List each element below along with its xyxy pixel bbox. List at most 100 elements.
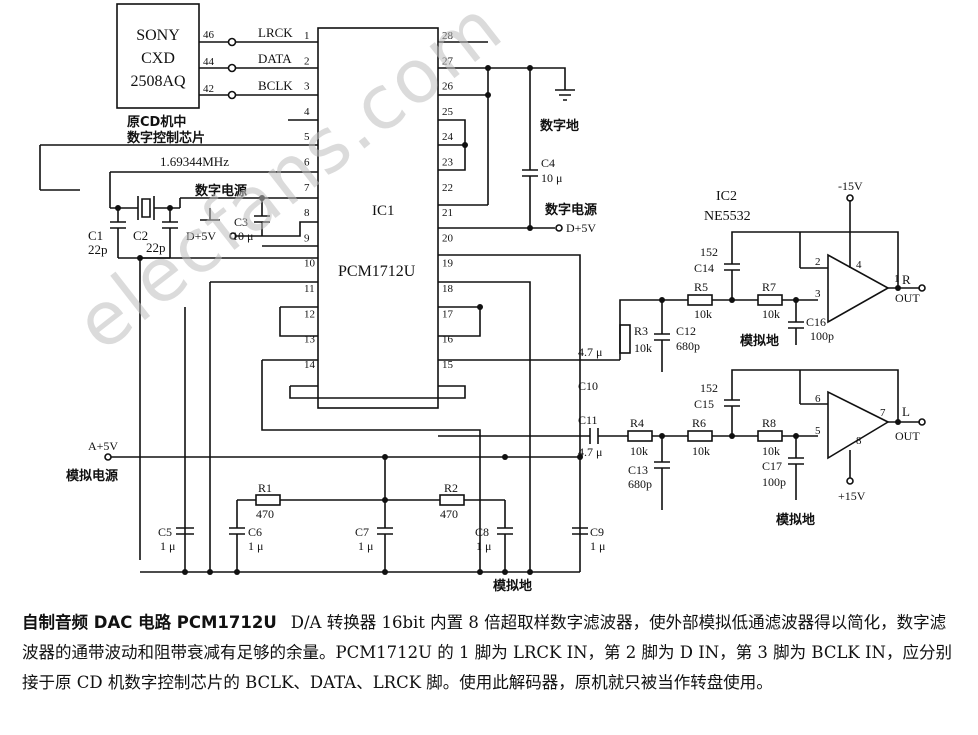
ic2-pin2: 2 [815,256,821,268]
orig-cd-label-2: 数字控制芯片 [127,130,205,146]
c15-val: 152 [700,381,718,395]
signal-lrck: LRCK [258,25,293,40]
c4-val: 10 μ [541,171,562,185]
junction-dot [477,569,483,575]
ic1-pin-2: 2 [304,55,310,67]
analog-ground-label-2: 模拟地 [740,333,779,349]
ic1-pin-11: 11 [304,283,315,295]
r2-ref: R2 [444,481,458,495]
ic1-pin-7: 7 [304,182,310,194]
digital-ground-label: 数字地 [540,118,579,134]
r5-ref: R5 [694,280,708,294]
out-r-text: OUT [895,291,920,305]
crystal [130,196,181,220]
ic2-part: NE5532 [704,209,751,224]
c4-ref: C4 [541,156,555,170]
caption-title: 自制音频 DAC 电路 PCM1712U [22,613,277,632]
ic1-pin-9: 9 [304,232,310,244]
c14-val: 152 [700,245,718,259]
analog-ground-label-3: 模拟地 [776,512,815,528]
ic1-pin-14: 14 [304,359,316,371]
sony-pin-42: 42 [203,83,214,95]
junction-dot [137,255,143,261]
digital-power-label-2: 数字电源 [545,202,597,218]
junction-dot [382,569,388,575]
c12-val: 680p [676,339,700,353]
ic2-pin1: 1 [894,273,900,285]
r4-ref: R4 [630,416,644,430]
neg15-label: -15V [838,179,863,193]
r6-ref: R6 [692,416,706,430]
r1-ref: R1 [258,481,272,495]
junction-dot [502,454,508,460]
c9-val: 1 μ [590,539,605,553]
caption-body: D/A 转换器 16bit 内置 8 倍超取样数字滤波器，使外部模拟低通滤波器得… [22,613,952,692]
ic1-pin-3: 3 [304,81,310,93]
ic2-pin7: 7 [880,407,886,419]
sony-pin-46: 46 [203,29,215,41]
ic1-pin-18: 18 [442,283,454,295]
a5v-label: A+5V [88,439,118,453]
out-l-text: OUT [895,429,920,443]
ic1-pin-6: 6 [304,157,310,169]
c10-val: 4.7 μ [578,345,602,359]
ic1-pin-21: 21 [442,207,453,219]
r3-ref: R3 [634,324,648,338]
ic1-pin-26: 26 [442,81,454,93]
ic1-pin-5: 5 [304,131,310,143]
ic2-pin4: 4 [856,259,862,271]
c2-val: 22p [146,240,166,255]
ic1-pin-16: 16 [442,334,454,346]
r6-val: 10k [692,444,710,458]
d5v-label-b: D+5V [566,221,596,235]
out-l-label: L [902,404,910,419]
c17-ref: C17 [762,459,782,473]
c7-ref: C7 [355,525,369,539]
r2-val: 470 [440,507,458,521]
c11-val: 4.7 μ [578,445,602,459]
junction-dot [207,569,213,575]
ic1-pin-25: 25 [442,106,454,118]
ic1-pin-12: 12 [304,308,315,320]
c5-val: 1 μ [160,539,175,553]
sony-line2: CXD [141,50,175,67]
r7-ref: R7 [762,280,776,294]
junction-dot [462,142,468,148]
ic2-pin3: 3 [815,288,821,300]
junction-dot [485,92,491,98]
ic1-ref: IC1 [372,203,395,219]
c9-ref: C9 [590,525,604,539]
r8-ref: R8 [762,416,776,430]
analog-power-label: 模拟电源 [66,468,118,484]
r7-val: 10k [762,307,780,321]
r5-val: 10k [694,307,712,321]
c3-ref: C3 [234,215,248,229]
ic2-pin5: 5 [815,425,821,437]
ic1-pin-13: 13 [304,334,316,346]
ic1-pin-8: 8 [304,207,310,219]
analog-ground-label-1: 模拟地 [493,578,532,594]
c7-val: 1 μ [358,539,373,553]
c12-ref: C12 [676,324,696,338]
junction-dot [527,225,533,231]
junction-dot [167,205,173,211]
ic2-pin8: 8 [856,435,862,447]
ic1-pin-19: 19 [442,258,454,270]
ic1-pin-23: 23 [442,157,454,169]
c13-ref: C13 [628,463,648,477]
ic1-pin-27: 27 [442,55,454,67]
ic2-pin6: 6 [815,393,821,405]
out-r-label: R [902,272,911,287]
junction-dot [259,195,265,201]
ic2-ref: IC2 [716,189,737,204]
ic1-pin-22: 22 [442,182,453,194]
ic1-pin-10: 10 [304,258,316,270]
orig-cd-label-1: 原CD机中 [127,114,186,130]
junction-dot [382,454,388,460]
sony-cxd-chip: SONY CXD 2508AQ 46 44 42 [116,3,215,109]
r1-val: 470 [256,507,274,521]
c1-ref: C1 [88,228,103,243]
r8-val: 10k [762,444,780,458]
